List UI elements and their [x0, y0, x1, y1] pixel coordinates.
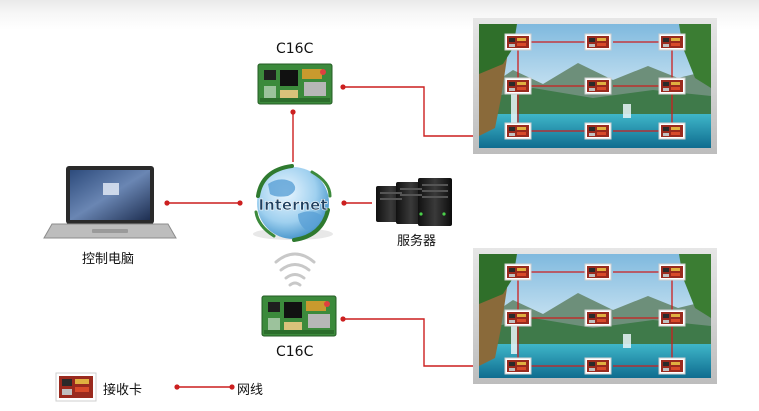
- controller-card-icon: [257, 63, 333, 105]
- wifi-icon: [274, 252, 316, 287]
- server-icon: [376, 178, 452, 226]
- led-screen-bottom: [473, 248, 717, 384]
- legend: [55, 372, 235, 402]
- controller-card-icon: [261, 295, 337, 337]
- network-cables: [167, 86, 510, 367]
- internet-label: Internet: [258, 196, 327, 214]
- cable-c16c-top-to-screen: [343, 86, 510, 137]
- legend-cable-label: 网线: [237, 383, 264, 398]
- server-label: 服务器: [397, 234, 437, 249]
- controller-label-top: C16C: [276, 41, 314, 57]
- legend-receiver-label: 接收卡: [103, 383, 143, 398]
- computer-label: 控制电脑: [82, 252, 135, 267]
- globe-icon: [253, 164, 333, 242]
- led-screen-top: [473, 18, 717, 154]
- cable-endpoints: [164, 84, 347, 322]
- receiver-card-icon: [55, 372, 97, 402]
- controller-label-bottom: C16C: [276, 344, 314, 360]
- cable-c16c-bottom-to-screen: [343, 318, 510, 367]
- laptop-icon: [43, 166, 177, 239]
